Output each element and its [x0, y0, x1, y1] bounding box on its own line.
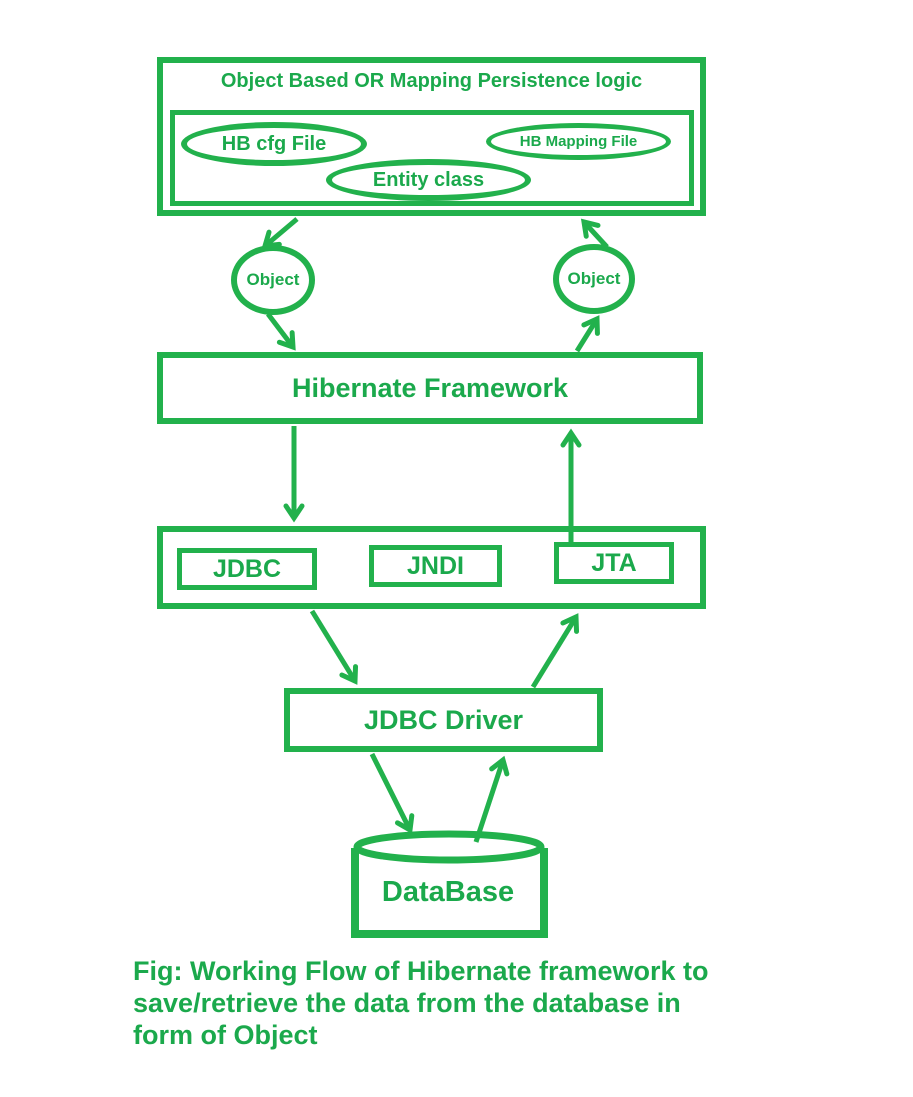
entity-class-label: Entity class — [372, 168, 485, 191]
hb-mapping-file-label: HB Mapping File — [519, 133, 638, 150]
arrow-hibernate-to-object-right — [574, 315, 600, 353]
jdbc-box: JDBC — [177, 548, 317, 590]
cylinder-top-ellipse — [353, 830, 545, 864]
jndi-label: JNDI — [407, 551, 464, 580]
persistence-logic-title: Object Based OR Mapping Persistence logi… — [220, 70, 643, 92]
caption-line-2: save/retrieve the data from the database… — [133, 988, 681, 1018]
services-box — [157, 526, 706, 609]
object-circle-left: Object — [231, 245, 315, 315]
caption-line-3: form of Object — [133, 1020, 318, 1050]
arrow-jdbc-driver-to-database — [369, 752, 415, 835]
hibernate-framework-box: Hibernate Framework — [157, 352, 703, 424]
hb-mapping-file-ellipse: HB Mapping File — [486, 123, 671, 160]
object-left-label: Object — [246, 270, 300, 289]
hibernate-framework-label: Hibernate Framework — [291, 372, 569, 403]
persistence-inner-box — [170, 110, 694, 206]
jdbc-driver-label: JDBC Driver — [363, 704, 524, 735]
jta-box: JTA — [554, 542, 674, 584]
jdbc-label: JDBC — [212, 554, 282, 583]
object-circle-right: Object — [553, 244, 635, 314]
jta-label: JTA — [591, 548, 637, 577]
arrow-object-left-to-hibernate — [266, 312, 296, 351]
object-right-label: Object — [567, 269, 621, 288]
jndi-box: JNDI — [369, 545, 502, 587]
arrow-services-to-jdbc-driver — [309, 609, 359, 685]
figure-caption: Fig: Working Flow of Hibernate framework… — [133, 955, 833, 1051]
hb-cfg-file-ellipse: HB cfg File — [181, 122, 367, 166]
cylinder-body — [351, 848, 548, 938]
arrow-jdbc-driver-to-services — [530, 613, 580, 689]
caption-line-1: Fig: Working Flow of Hibernate framework… — [133, 956, 709, 986]
jdbc-driver-box: JDBC Driver — [284, 688, 603, 752]
hb-cfg-file-label: HB cfg File — [221, 132, 327, 155]
database-label: DataBase — [381, 876, 515, 908]
persistence-logic-box — [157, 57, 706, 216]
arrow-persistence-to-object-left — [261, 217, 299, 249]
entity-class-ellipse: Entity class — [326, 159, 531, 201]
